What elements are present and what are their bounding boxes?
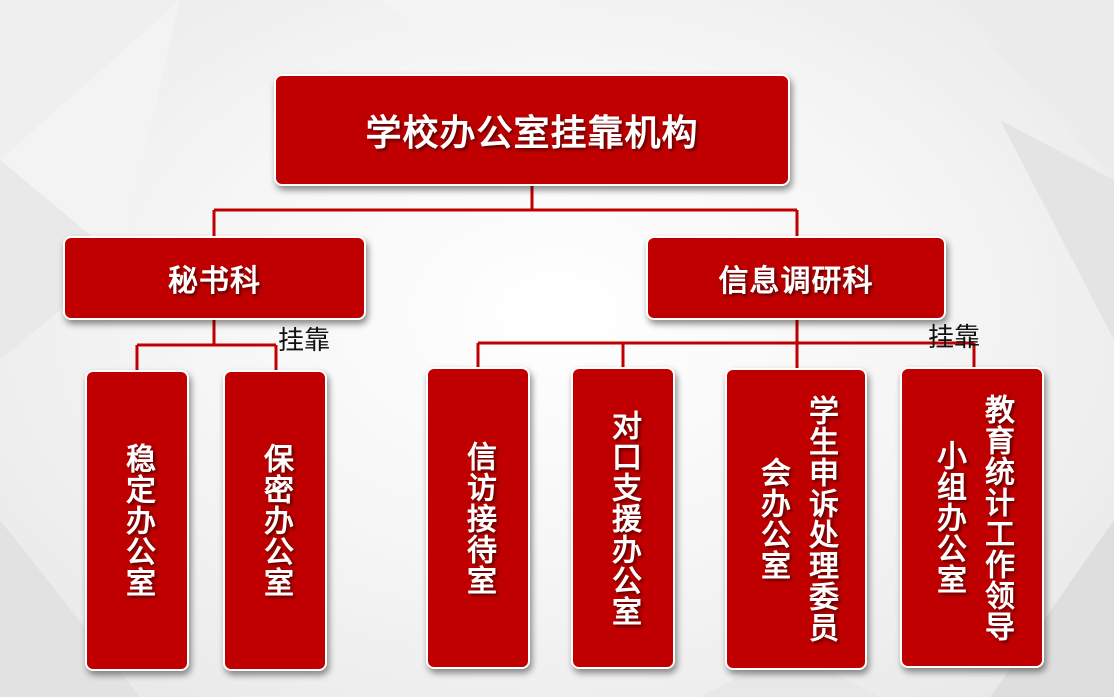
unit-node: 教育统计工作领导 小组办公室 [900,367,1044,668]
department-label: 秘书科 [168,264,261,299]
unit-label-line: 小组办公室 [931,440,966,595]
affiliation-annotation: 挂靠 [928,323,981,353]
unit-node: 保密办公室 [223,370,327,671]
unit-label-line: 对口支援办公室 [606,409,641,627]
unit-node: 信访接待室 [426,367,530,669]
root-label: 学校办公室挂靠机构 [365,113,699,154]
affiliation-annotation: 挂靠 [278,326,331,356]
unit-node: 学生申诉处理委员 会办公室 [725,368,867,670]
unit-label-line: 信访接待室 [461,440,496,596]
unit-label-line: 教育统计工作领导 [979,393,1014,642]
unit-label-line: 稳定办公室 [120,443,155,598]
root-node: 学校办公室挂靠机构 [274,74,790,186]
unit-label-line: 保密办公室 [258,443,293,598]
department-node-secretariat: 秘书科 [63,236,366,320]
department-label: 信息调研科 [718,264,874,299]
unit-label-line: 会办公室 [755,457,790,581]
department-node-research: 信息调研科 [646,236,946,320]
unit-label-line: 学生申诉处理委员 [803,395,838,643]
unit-node: 对口支援办公室 [571,367,675,669]
unit-node: 稳定办公室 [85,370,189,671]
